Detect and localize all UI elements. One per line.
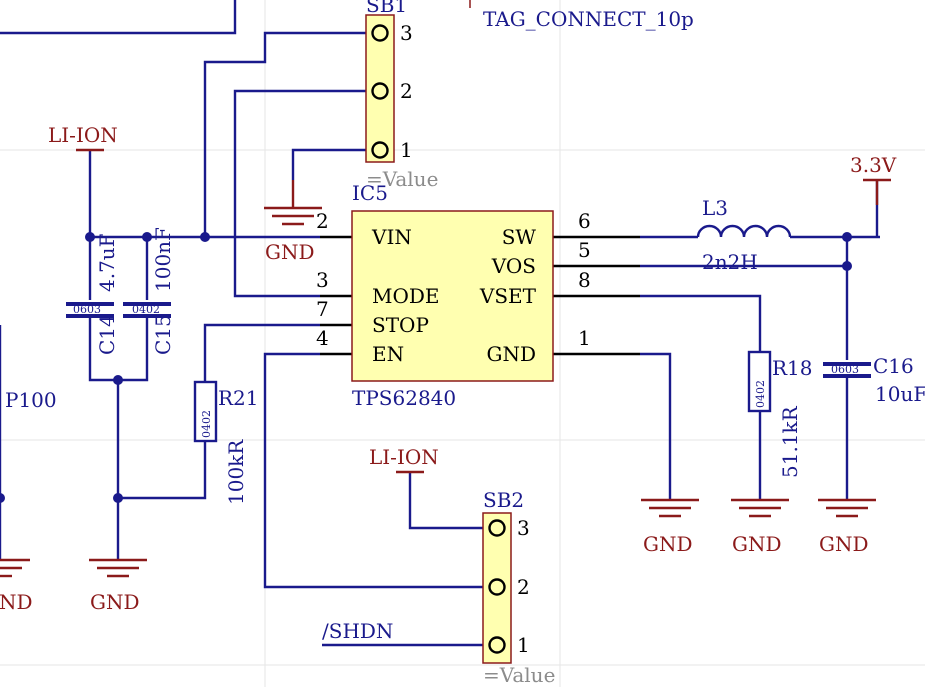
gnd-symbol-r18: GND <box>731 498 789 556</box>
l3-inductor[interactable]: L3 2n2H <box>696 196 792 274</box>
r18-value: 51.1kR <box>778 405 802 478</box>
pin-mode-label: MODE <box>372 284 440 308</box>
sb2-ref: SB2 <box>483 488 524 512</box>
sb1-pin-1: 1 <box>400 138 413 162</box>
pin-number-vin: 2 <box>316 209 329 233</box>
c16-capacitor[interactable]: 0603 C16 10uF <box>823 354 925 406</box>
c15-package: 0402 <box>132 303 160 316</box>
c16-value: 10uF <box>875 382 925 406</box>
pin-gnd-label: GND <box>486 342 536 366</box>
p100-label: P100 <box>5 388 57 412</box>
ic5-body <box>351 210 554 382</box>
sb2-pin-2: 2 <box>517 575 530 599</box>
sb1-value: =Value <box>366 167 438 191</box>
gnd-symbol-c16: GND <box>818 498 876 556</box>
pin-stop-label: STOP <box>372 313 429 337</box>
c14-package: 0603 <box>73 303 101 316</box>
v33-power: 3.3V <box>850 153 897 205</box>
sb2-pin-3: 3 <box>517 516 530 540</box>
ic5-chip[interactable]: IC5 TPS62840 VIN MODE STOP EN SW VOS VSE… <box>316 181 640 410</box>
ic5-part: TPS62840 <box>352 386 456 410</box>
gnd-label-c16: GND <box>819 532 869 556</box>
pin-number-gnd: 1 <box>578 326 591 350</box>
li-ion-label-top: LI-ION <box>48 123 118 147</box>
pin-number-stop: 7 <box>316 297 329 321</box>
li-ion-power-bottom: LI-ION <box>369 445 439 474</box>
c15-ref: C15 <box>151 314 175 355</box>
gnd-symbol-sb1: GND <box>264 180 322 264</box>
gnd-label-left-edge: GND <box>0 590 33 614</box>
r21-value: 100kR <box>224 439 248 505</box>
pin-number-sw: 6 <box>578 209 591 233</box>
sb1-pin-2: 2 <box>400 79 413 103</box>
pin-number-vset: 8 <box>578 268 591 292</box>
pin-vos-label: VOS <box>491 254 536 278</box>
c16-package: 0603 <box>831 363 859 376</box>
sb1-body <box>365 14 395 163</box>
v33-label: 3.3V <box>850 153 897 177</box>
pin-vset-label: VSET <box>479 284 537 308</box>
gnd-symbol-left-edge: GND <box>0 558 33 614</box>
r21-ref: R21 <box>218 386 259 410</box>
pin-en-label: EN <box>372 342 404 366</box>
gnd-label-caps: GND <box>90 590 140 614</box>
r18-resistor[interactable]: 0402 R18 51.1kR <box>747 350 813 478</box>
r21-resistor[interactable]: 0402 R21 100kR <box>193 380 259 505</box>
gnd-label-r18: GND <box>732 532 782 556</box>
sb1-solder-bridge[interactable]: SB1 3 2 1 =Value <box>365 0 438 191</box>
pin-vin-label: VIN <box>371 225 412 249</box>
tag-connect-label: TAG_CONNECT_10p <box>483 7 694 31</box>
l3-ref: L3 <box>702 196 728 220</box>
li-ion-label-bottom: LI-ION <box>369 445 439 469</box>
c15-capacitor[interactable]: 0402 C15 100nF <box>123 227 175 355</box>
r18-ref: R18 <box>772 356 813 380</box>
c16-ref: C16 <box>873 354 914 378</box>
r21-package: 0402 <box>200 410 213 438</box>
ic5-ref: IC5 <box>352 181 388 205</box>
c14-capacitor[interactable]: 0603 C14 4.7uF <box>66 233 119 355</box>
sb1-pin-3: 3 <box>400 21 413 45</box>
pin-number-vos: 5 <box>578 238 591 262</box>
sb2-value: =Value <box>483 663 555 687</box>
c14-ref: C14 <box>95 314 119 355</box>
gnd-symbol-ic: GND <box>641 498 699 556</box>
pin-number-en: 4 <box>316 326 329 350</box>
r18-package: 0402 <box>754 380 767 408</box>
l3-value: 2n2H <box>702 250 758 274</box>
gnd-label-ic: GND <box>643 532 693 556</box>
gnd-symbol-caps: GND <box>89 558 147 614</box>
gnd-label-sb1: GND <box>265 240 315 264</box>
sb1-ref: SB1 <box>366 0 407 17</box>
c14-value: 4.7uF <box>95 233 119 292</box>
c15-value: 100nF <box>151 227 175 292</box>
junctions <box>0 232 852 503</box>
shdn-net-label: /SHDN <box>322 619 393 643</box>
sb2-solder-bridge[interactable]: SB2 3 2 1 =Value <box>482 488 555 687</box>
pin-number-mode: 3 <box>316 268 329 292</box>
pin-sw-label: SW <box>502 225 537 249</box>
sb2-pin-1: 1 <box>517 633 530 657</box>
li-ion-power-top: LI-ION <box>48 123 118 152</box>
